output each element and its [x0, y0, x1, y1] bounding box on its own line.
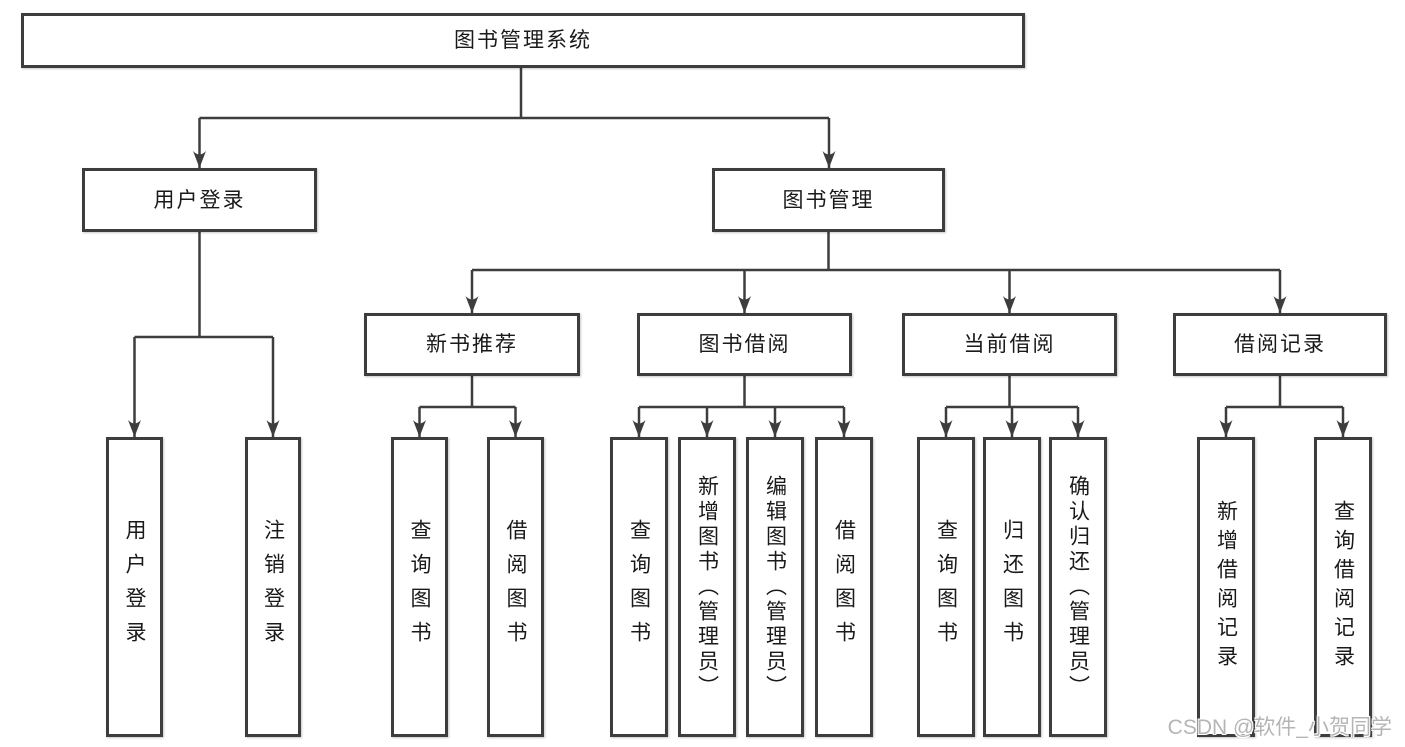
leaf-borrow-books: 借阅图书: [815, 437, 873, 737]
node-current-borrow: 当前借阅: [902, 313, 1117, 376]
leaf-query-books-current: 查询图书: [917, 437, 975, 737]
leaf-user-login: 用户登录: [106, 437, 163, 737]
leaf-add-borrow-record: 新增借阅记录: [1197, 437, 1255, 737]
node-label: 归还图书: [1000, 519, 1024, 655]
node-label: 借阅图书: [504, 519, 527, 655]
node-label: 借阅记录: [1234, 333, 1326, 356]
leaf-query-borrow-record: 查询借阅记录: [1314, 437, 1372, 737]
node-borrow-records: 借阅记录: [1173, 313, 1387, 376]
leaf-return-book: 归还图书: [983, 437, 1041, 737]
node-label: 图书管理系统: [454, 29, 592, 52]
node-label: 编辑图书（管理员）: [763, 474, 787, 700]
leaf-confirm-return-admin: 确认归还（管理员）: [1049, 437, 1107, 737]
node-label: 用户登录: [153, 188, 246, 212]
csdn-watermark: CSDN @软件_小贺同学: [1167, 716, 1392, 739]
leaf-query-books-recommend: 查询图书: [391, 437, 448, 737]
node-label: 查询图书: [408, 519, 431, 655]
node-label: 新书推荐: [426, 333, 518, 356]
node-new-book-recommend: 新书推荐: [364, 313, 580, 376]
node-label: 图书借阅: [698, 333, 791, 356]
node-label: 用户登录: [123, 519, 146, 655]
node-label: 新增图书（管理员）: [695, 474, 719, 700]
node-label: 当前借阅: [963, 333, 1056, 356]
node-label: 查询图书: [627, 519, 651, 655]
leaf-edit-book-admin: 编辑图书（管理员）: [746, 437, 804, 737]
node-label: 新增借阅记录: [1214, 500, 1238, 674]
node-label: 查询借阅记录: [1331, 500, 1355, 674]
node-book-management: 图书管理: [712, 168, 945, 232]
node-label: 注销登录: [261, 519, 285, 655]
leaf-borrow-books-recommend: 借阅图书: [487, 437, 544, 737]
node-label: 借阅图书: [832, 519, 856, 655]
node-label: 查询图书: [934, 519, 958, 655]
leaf-query-books-borrow: 查询图书: [610, 437, 668, 737]
leaf-add-book-admin: 新增图书（管理员）: [678, 437, 736, 737]
node-label: 图书管理: [782, 188, 875, 212]
leaf-logout: 注销登录: [245, 437, 301, 737]
node-root-library-system: 图书管理系统: [21, 13, 1025, 68]
node-label: 确认归还（管理员）: [1066, 474, 1090, 700]
node-book-borrow: 图书借阅: [637, 313, 852, 376]
node-user-login: 用户登录: [82, 168, 317, 232]
